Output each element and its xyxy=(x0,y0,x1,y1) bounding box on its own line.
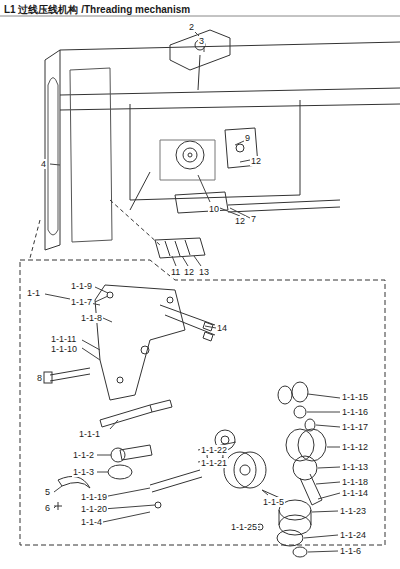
callout-number: 1-1-6 xyxy=(339,546,362,556)
callout-number: 6 xyxy=(44,503,51,513)
callout-number: 1-1-17 xyxy=(341,422,369,432)
callout-number: 1-1-23 xyxy=(339,506,367,516)
callout-number: 1-1-24 xyxy=(339,530,367,540)
callout-number: 2 xyxy=(188,22,195,32)
callout-number: 1-1-16 xyxy=(341,407,369,417)
callout-number: 13 xyxy=(198,267,210,277)
callout-number: 1-1-11 xyxy=(50,334,77,344)
callout-number: 7 xyxy=(250,214,257,224)
callout-number: 1-1-5 xyxy=(262,497,285,507)
callout-number: 12 xyxy=(250,156,262,166)
callout-number: 1-1-14 xyxy=(341,488,369,498)
callout-number: 1-1-18 xyxy=(341,477,369,487)
callout-number: 1-1-9 xyxy=(70,281,93,291)
callout-number: 1-1-21 xyxy=(200,458,228,468)
callout-number: 1-1-13 xyxy=(341,462,369,472)
callout-number: 1-1-20 xyxy=(80,504,108,514)
title: L1 过线压线机构 /Threading mechanism xyxy=(4,3,190,17)
callout-number: 1-1-12 xyxy=(341,442,369,452)
callout-number: 1-1-2 xyxy=(72,450,95,460)
callout-number: 1-1-3 xyxy=(72,467,95,477)
callout-number: 1-1-25 xyxy=(230,522,258,532)
callout-number: 9 xyxy=(244,133,251,143)
callout-number: 8 xyxy=(36,373,43,383)
callout-number: 1-1-15 xyxy=(341,392,369,402)
callout-number: 1-1-10 xyxy=(50,344,78,354)
callout-number: 3 xyxy=(198,36,205,46)
callout-number: 1-1 xyxy=(26,288,41,298)
callout-number: 1-1-1 xyxy=(78,429,101,439)
callout-number: 10 xyxy=(208,204,220,214)
callout-number: 4 xyxy=(40,159,47,169)
callout-number: 12 xyxy=(234,216,246,226)
callout-number: 12 xyxy=(183,267,195,277)
callout-number: 1-1-8 xyxy=(80,313,103,323)
callout-number: 11 xyxy=(170,267,181,277)
callout-number: 1-1-19 xyxy=(80,492,108,502)
callout-number: 1-1-4 xyxy=(80,517,103,527)
callout-number: 5 xyxy=(44,487,51,497)
callout-number: 14 xyxy=(216,323,228,333)
callout-number: 1-1-7 xyxy=(70,297,93,307)
callout-number: 1-1-22 xyxy=(200,445,228,455)
